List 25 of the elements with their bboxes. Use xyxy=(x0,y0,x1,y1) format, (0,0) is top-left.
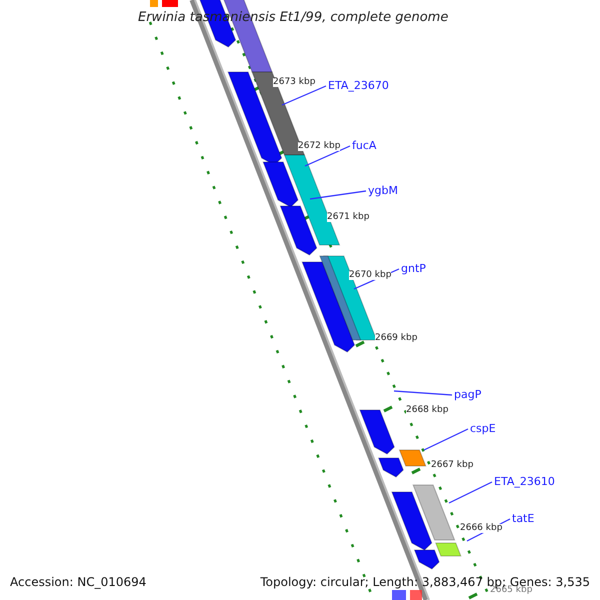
gene-label: gntP xyxy=(401,263,426,274)
position-label: 2665 kbp xyxy=(490,586,532,595)
gene-label: cspE xyxy=(470,423,496,434)
position-label: 2670 kbp xyxy=(349,271,392,280)
gene-label: fucA xyxy=(352,140,376,151)
gene-label: tatE xyxy=(512,513,534,524)
leader-line xyxy=(394,390,452,396)
position-label: 2672 kbp xyxy=(298,142,340,151)
gene-label: ETA_23610 xyxy=(494,476,555,487)
position-label: 2673 kbp xyxy=(273,78,316,87)
position-label: 2666 kbp xyxy=(460,524,502,533)
position-label: 2667 kbp xyxy=(431,461,474,470)
gene-label: ETA_23670 xyxy=(328,80,389,91)
gene-label: pagP xyxy=(454,389,482,400)
leader-line xyxy=(282,85,326,106)
gene-label: ygbM xyxy=(368,185,398,196)
leader-line xyxy=(304,145,350,167)
position-label: 2669 kbp xyxy=(375,334,418,343)
leader-line xyxy=(424,428,468,451)
leader-line xyxy=(310,190,366,200)
position-label: 2671 kbp xyxy=(327,213,370,222)
position-label: 2668 kbp xyxy=(406,406,448,415)
leader-line xyxy=(448,481,492,504)
accession-text: Accession: NC_010694 xyxy=(10,576,146,588)
map-title: Erwinia tasmaniensis Et1/99, complete genome xyxy=(138,11,448,24)
